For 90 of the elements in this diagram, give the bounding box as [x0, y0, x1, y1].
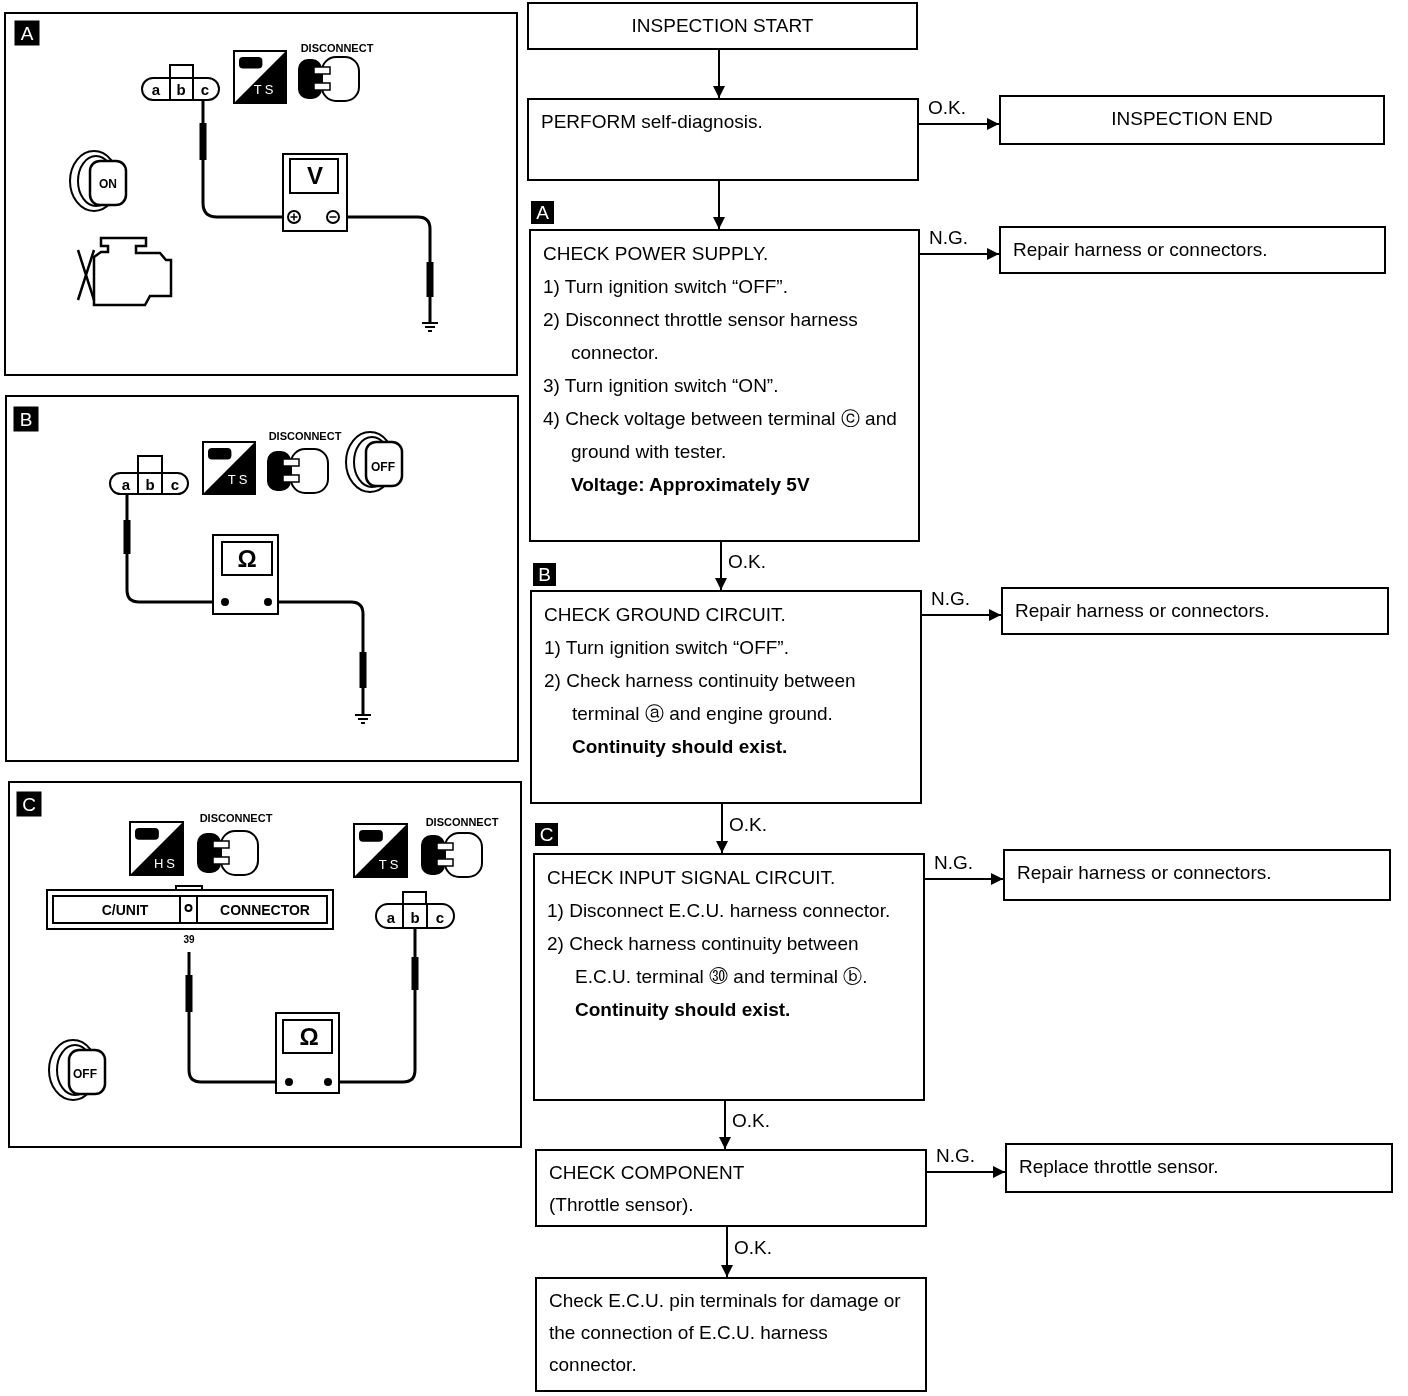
step-heading: CHECK INPUT SIGNAL CIRCUIT.: [547, 866, 837, 890]
box-text: Check E.C.U. pin terminals for damage or the connection of E.C.U. harness connector.: [549, 1289, 902, 1377]
box-text: Replace throttle sensor.: [1019, 1155, 1220, 1179]
terminal-letter: a: [151, 81, 161, 97]
terminal-letter: c: [200, 81, 210, 97]
terminal-letter: a: [121, 476, 131, 492]
process-box: [1001, 587, 1389, 635]
edge-label: N.G.: [930, 589, 972, 608]
arrow: [713, 180, 725, 230]
terminal-letter: a: [386, 909, 396, 925]
step-marker: C: [535, 823, 558, 846]
step-marker: B: [533, 563, 556, 586]
box-text: Repair harness or connectors.: [1015, 599, 1271, 623]
process-box: [1005, 1143, 1393, 1193]
instruction-text: 1) Disconnect E.C.U. harness connector.: [547, 899, 892, 923]
meter-symbol: Ω: [237, 547, 257, 571]
check-step-box: [530, 590, 922, 804]
instruction-text: 1) Turn ignition switch “OFF”.: [543, 275, 789, 299]
arrow: [713, 49, 725, 99]
key-position-label: OFF: [72, 1068, 98, 1080]
arrow: [926, 1166, 1006, 1178]
instruction-text: 1) Turn ignition switch “OFF”.: [544, 636, 790, 660]
panel-marker: B: [13, 406, 39, 432]
check-step-box: [529, 229, 920, 542]
terminal-letter: b: [410, 909, 420, 925]
spec-text: Voltage: Approximately 5V: [570, 473, 811, 497]
process-box: [999, 226, 1386, 274]
disconnect-label: DISCONNECT: [199, 812, 273, 824]
box-text: INSPECTION START: [630, 14, 815, 38]
sensor-code: TS: [253, 82, 277, 96]
box-text: (Throttle sensor).: [549, 1193, 695, 1217]
box-text: PERFORM self-diagnosis.: [541, 110, 764, 134]
spec-text: Continuity should exist.: [574, 998, 792, 1022]
check-step-box: [533, 853, 925, 1101]
illustration-panel: [4, 12, 518, 376]
edge-label: O.K.: [927, 98, 967, 117]
sensor-code: TS: [227, 472, 251, 486]
instruction-text: 2) Check harness continuity between terminal ⓐ and engine ground.: [544, 669, 857, 726]
edge-label: N.G.: [933, 853, 975, 872]
step-heading: CHECK POWER SUPPLY.: [543, 242, 770, 266]
instruction-text: 2) Check harness continuity between E.C.U. terminal ㉚ and terminal ⓑ.: [547, 932, 869, 989]
edge-label: O.K.: [731, 1111, 771, 1130]
arrow: [921, 609, 1002, 621]
panel-marker: A: [14, 20, 40, 46]
terminal-box: [527, 2, 918, 50]
box-text: Repair harness or connectors.: [1013, 238, 1269, 262]
box-text: Repair harness or connectors.: [1017, 861, 1273, 885]
arrow: [919, 248, 1000, 260]
key-position-label: OFF: [370, 461, 396, 473]
sensor-code: HS: [153, 856, 179, 870]
meter-symbol: V: [307, 164, 323, 188]
process-box: [1003, 849, 1391, 901]
edge-label: O.K.: [727, 552, 767, 571]
instruction-text: 2) Disconnect throttle sensor harness connector.: [543, 308, 859, 365]
key-position-label: ON: [98, 178, 118, 190]
terminal-letter: c: [435, 909, 445, 925]
arrow: [924, 873, 1004, 885]
illustration-panel: [8, 781, 522, 1148]
edge-label: O.K.: [733, 1238, 773, 1257]
edge-label: N.G.: [928, 228, 970, 247]
unit-label: C/UNIT: [101, 903, 149, 917]
arrow: [918, 118, 1000, 130]
meter-symbol: Ω: [299, 1025, 319, 1049]
terminal-letter: c: [170, 476, 180, 492]
spec-text: Continuity should exist.: [571, 735, 789, 759]
arrow: [719, 1100, 731, 1150]
disconnect-label: DISCONNECT: [268, 430, 342, 442]
edge-label: N.G.: [935, 1146, 977, 1165]
unit-label: CONNECTOR: [220, 903, 310, 917]
pin-number: 39: [183, 935, 195, 945]
process-box: [535, 1149, 927, 1227]
disconnect-label: DISCONNECT: [300, 42, 374, 54]
arrow: [715, 541, 727, 591]
sensor-code: TS: [378, 857, 402, 871]
instruction-text: 3) Turn ignition switch “ON”.: [543, 374, 780, 398]
terminal-letter: b: [176, 81, 186, 97]
process-box: [535, 1277, 927, 1392]
step-heading: CHECK GROUND CIRCUIT.: [544, 603, 787, 627]
arrow: [716, 803, 728, 854]
box-text: INSPECTION END: [1110, 107, 1274, 131]
terminal-letter: b: [145, 476, 155, 492]
step-marker: A: [531, 201, 554, 224]
illustration-panel: [5, 395, 519, 762]
arrow: [721, 1226, 733, 1278]
process-box: [527, 98, 919, 181]
terminal-box: [999, 95, 1385, 145]
box-text: CHECK COMPONENT: [549, 1161, 746, 1185]
panel-marker: C: [16, 791, 42, 817]
instruction-text: 4) Check voltage between terminal ⓒ and ground with tester.: [543, 407, 898, 464]
disconnect-label: DISCONNECT: [425, 816, 499, 828]
